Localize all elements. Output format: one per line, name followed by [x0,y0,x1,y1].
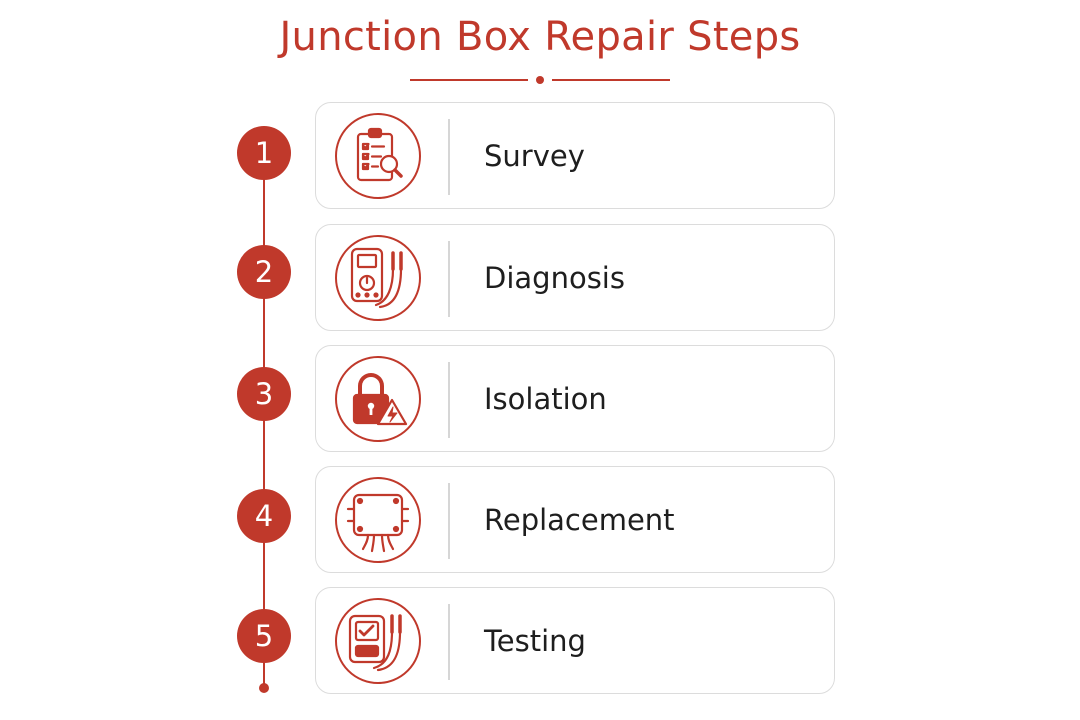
step-5-divider [448,604,450,680]
step-4-card: Replacement [315,466,835,573]
step-1-divider [448,119,450,195]
step-3-number: 3 [237,367,291,421]
title-divider-line-right [552,79,670,81]
title-divider-dot [536,76,544,84]
step-2-label: Diagnosis [484,261,625,295]
title-divider [410,72,670,88]
page-title: Junction Box Repair Steps [279,14,801,60]
clipboard-magnifier-icon [332,113,424,199]
timeline-end-dot [259,683,269,693]
step-1-label: Survey [484,139,585,173]
step-3-divider [448,362,450,438]
title-divider-line-left [410,79,528,81]
step-5-number: 5 [237,609,291,663]
step-4-number: 4 [237,489,291,543]
step-2-divider [448,241,450,317]
step-5-label: Testing [484,624,586,658]
multimeter-icon [332,235,424,321]
step-5-card: Testing [315,587,835,694]
junction-box-icon [332,477,424,563]
step-1-card: Survey [315,102,835,209]
step-3-label: Isolation [484,382,607,416]
step-4-label: Replacement [484,503,675,537]
step-4-divider [448,483,450,559]
padlock-warning-icon [332,356,424,442]
step-2-card: Diagnosis [315,224,835,331]
step-1-number: 1 [237,126,291,180]
tester-checkmark-icon [332,598,424,684]
step-2-number: 2 [237,245,291,299]
step-3-card: Isolation [315,345,835,452]
